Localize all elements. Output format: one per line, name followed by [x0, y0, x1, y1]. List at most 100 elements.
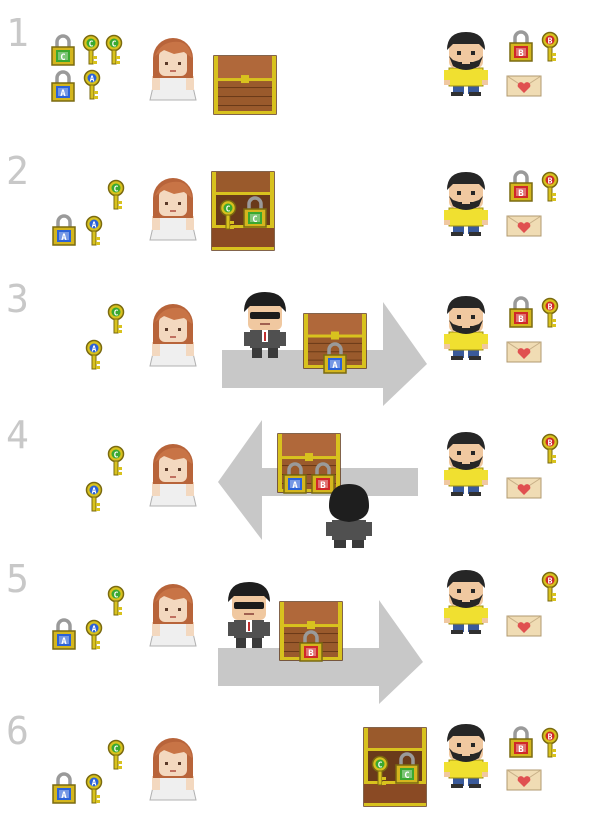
step4-chest-padlock-b-icon: B	[311, 462, 335, 494]
step6-chest-key-c-icon: C	[371, 755, 389, 786]
step1-key-c2-icon: C	[105, 34, 123, 65]
svg-text:C: C	[252, 215, 257, 225]
svg-text:B: B	[308, 649, 314, 659]
step1-chest-closed-icon	[213, 55, 277, 115]
svg-text:B: B	[518, 315, 524, 325]
step-number-3: 3	[6, 277, 29, 321]
svg-text:A: A	[60, 89, 66, 99]
svg-text:A: A	[61, 233, 67, 243]
svg-text:A: A	[292, 481, 298, 491]
svg-text:C: C	[226, 205, 231, 214]
step-number-4: 4	[6, 413, 29, 457]
step6-key-a-icon: A	[85, 773, 103, 804]
svg-text:B: B	[548, 177, 553, 186]
step5-letter-icon	[506, 615, 542, 637]
step1-key-c-icon: C	[82, 34, 100, 65]
step4-chest-padlock-a-icon: A	[283, 462, 307, 494]
step2-chest-key-c-icon: C	[219, 199, 237, 230]
svg-text:A: A	[90, 75, 95, 84]
svg-text:C: C	[114, 591, 119, 600]
step6-woman-icon	[149, 738, 197, 801]
step5-woman-icon	[149, 584, 197, 647]
svg-text:A: A	[92, 625, 97, 634]
step3-padlock-b-icon: B	[509, 296, 533, 328]
step1-padlock-a-icon: A	[51, 70, 75, 102]
step6-key-b-icon: B	[541, 727, 559, 758]
svg-text:A: A	[92, 487, 97, 496]
svg-text:A: A	[92, 779, 97, 788]
svg-text:B: B	[548, 439, 553, 448]
step2-key-a-icon: A	[85, 215, 103, 246]
step3-letter-icon	[506, 341, 542, 363]
step5-key-a-icon: A	[85, 619, 103, 650]
step4-key-a-icon: A	[85, 481, 103, 512]
step5-padlock-a-icon: A	[52, 618, 76, 650]
step-number-2: 2	[6, 149, 29, 193]
svg-text:C: C	[114, 309, 119, 318]
svg-text:B: B	[548, 577, 553, 586]
step4-man-icon	[444, 432, 488, 496]
step5-man-icon	[444, 570, 488, 634]
step-number-5: 5	[6, 557, 29, 601]
step-number-6: 6	[6, 709, 29, 753]
step1-padlock-c-icon: C	[51, 34, 75, 66]
svg-text:B: B	[518, 745, 524, 755]
step6-padlock-b-icon: B	[509, 726, 533, 758]
svg-text:A: A	[332, 361, 338, 371]
svg-text:B: B	[518, 189, 524, 199]
step2-letter-icon	[506, 215, 542, 237]
svg-text:C: C	[114, 745, 119, 754]
svg-text:B: B	[548, 733, 553, 742]
svg-text:C: C	[89, 40, 94, 49]
step1-padlock-b-icon: B	[509, 30, 533, 62]
step3-woman-icon	[149, 304, 197, 367]
svg-text:C: C	[60, 53, 65, 63]
step3-courier-icon	[244, 292, 286, 358]
step5-chest-locked-icon	[279, 601, 343, 661]
step3-key-b-icon: B	[541, 297, 559, 328]
step2-key-c-icon: C	[107, 179, 125, 210]
svg-text:C: C	[114, 451, 119, 460]
step2-man-icon	[444, 172, 488, 236]
step4-key-c-icon: C	[107, 445, 125, 476]
step1-woman-icon	[149, 38, 197, 101]
step2-woman-icon	[149, 178, 197, 241]
step5-courier-icon	[228, 582, 270, 648]
step6-man-icon	[444, 724, 488, 788]
step6-key-c-icon: C	[107, 739, 125, 770]
step4-letter-icon	[506, 477, 542, 499]
step2-chest-open-icon	[211, 171, 275, 251]
step4-courier-back-icon	[326, 484, 372, 548]
svg-text:A: A	[92, 221, 97, 230]
svg-text:A: A	[61, 637, 67, 647]
step1-letter-icon	[506, 75, 542, 97]
step5-key-c-icon: C	[107, 585, 125, 616]
svg-text:C: C	[112, 40, 117, 49]
step2-padlock-a-icon: A	[52, 214, 76, 246]
step5-key-b-icon: B	[541, 571, 559, 602]
svg-text:C: C	[404, 771, 409, 781]
step3-key-a-icon: A	[85, 339, 103, 370]
step5-chest-padlock-b-icon: B	[299, 630, 323, 662]
step6-letter-icon	[506, 769, 542, 791]
step4-key-b-icon: B	[541, 433, 559, 464]
step3-key-c-icon: C	[107, 303, 125, 334]
step6-chest-padlock-c-icon: C	[395, 752, 419, 784]
step2-key-b-icon: B	[541, 171, 559, 202]
step1-key-a-icon: A	[83, 69, 101, 100]
svg-text:B: B	[548, 37, 553, 46]
step2-chest-padlock-c-icon: C	[243, 196, 267, 228]
svg-text:A: A	[61, 791, 67, 801]
step-number-1: 1	[6, 11, 29, 55]
svg-text:C: C	[114, 185, 119, 194]
svg-text:B: B	[320, 481, 326, 491]
step4-woman-icon	[149, 444, 197, 507]
step3-chest-padlock-a-icon: A	[323, 342, 347, 374]
step6-padlock-a-icon: A	[52, 772, 76, 804]
step3-man-icon	[444, 296, 488, 360]
step1-key-b-icon: B	[541, 31, 559, 62]
svg-text:A: A	[92, 345, 97, 354]
step2-padlock-b-icon: B	[509, 170, 533, 202]
